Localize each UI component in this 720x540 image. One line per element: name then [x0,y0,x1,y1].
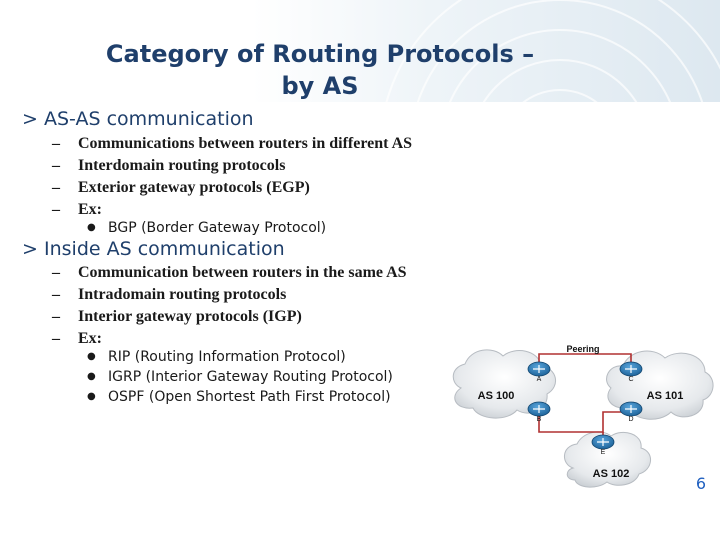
cloud-label: AS 100 [478,390,515,402]
bullet-item: ●RIP (Routing Information Protocol) [87,349,346,365]
cloud-label: AS 101 [647,390,684,402]
header-background [0,0,720,102]
title-line-1: Category of Routing Protocols – [105,40,535,68]
section-heading-text: Inside AS communication [44,238,285,260]
list-item: –Ex: [52,201,102,218]
bullet-item: ●BGP (Border Gateway Protocol) [87,220,327,236]
list-item: –Communication between routers in the sa… [52,264,407,281]
router-c: C [619,361,643,383]
section-marker: > [22,108,38,130]
section-heading-inside-as: > Inside AS communication [22,238,285,260]
as-network-diagram: AS 100 AS 101 AS 102 Peering A B C D [452,344,714,488]
router-e: E [591,434,615,456]
peering-label: Peering [566,344,599,354]
svg-text:E: E [601,449,606,456]
list-item: –Communications between routers in diffe… [52,135,413,152]
bullet-item: ●OSPF (Open Shortest Path First Protocol… [87,389,391,405]
svg-text:C: C [628,376,633,383]
cloud-as102: AS 102 [564,431,651,488]
svg-text:B: B [537,416,542,423]
router-a: A [527,361,551,383]
list-item: –Ex: [52,330,102,347]
header-decoration [385,0,720,102]
list-item: –Intradomain routing protocols [52,286,287,303]
title-line-2: by AS [281,72,359,100]
list-item: –Interior gateway protocols (IGP) [52,308,302,325]
section-marker: > [22,238,38,260]
section-heading-text: AS-AS communication [44,108,254,130]
svg-text:D: D [628,416,633,423]
page-number: 6 [695,474,706,493]
bullet-item: ●IGRP (Interior Gateway Routing Protocol… [87,369,393,385]
list-item: –Interdomain routing protocols [52,157,286,174]
section-heading-as-as: > AS-AS communication [22,108,254,130]
list-item: –Exterior gateway protocols (EGP) [52,179,310,196]
slide-title: Category of Routing Protocols – by AS [60,38,580,102]
router-d: D [619,401,643,423]
svg-text:A: A [537,376,542,383]
router-b: B [527,401,551,423]
cloud-label: AS 102 [593,468,630,480]
